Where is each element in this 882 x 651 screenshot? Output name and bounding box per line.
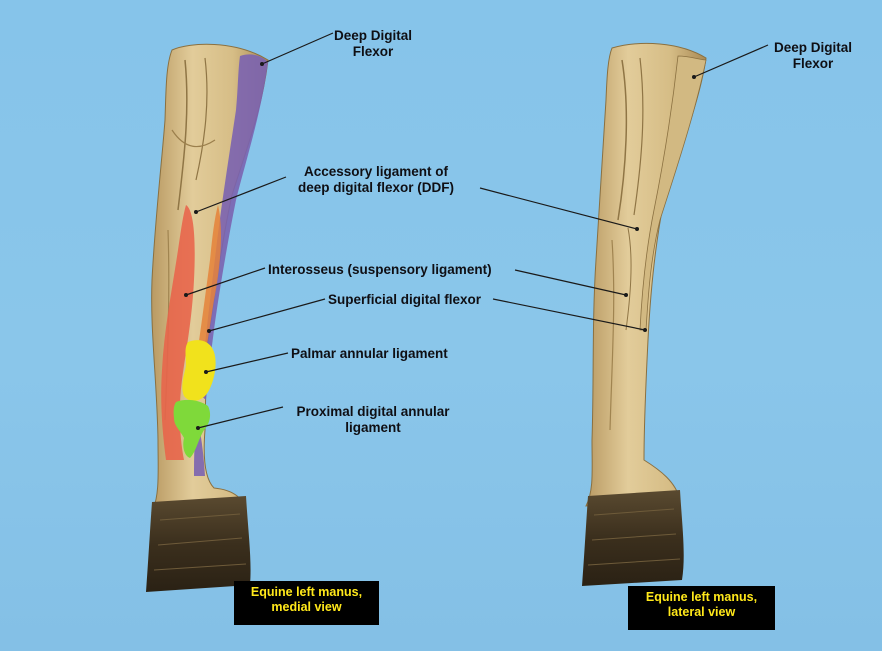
ddf-medial-label: Deep Digital Flexor xyxy=(326,28,420,60)
lateral-limb xyxy=(582,42,707,586)
proximal-line2: ligament xyxy=(345,420,401,435)
superficial-digital-flexor-label: Superficial digital flexor xyxy=(328,292,482,307)
medial-limb xyxy=(146,43,269,592)
interosseus-region-medial xyxy=(161,205,195,460)
ddf-medial-line2: Flexor xyxy=(352,44,394,59)
leader-lines xyxy=(185,32,769,429)
accessory-line2: deep digital flexor (DDF) xyxy=(297,180,454,195)
medial-hoof xyxy=(146,496,251,592)
palmar-region-medial xyxy=(182,340,216,401)
medial-caption-line2: medial view xyxy=(271,600,342,614)
proximal-digital-annular-ligament-label: Proximal digital annular ligament xyxy=(278,404,468,436)
ddf-medial-line1: Deep Digital xyxy=(333,28,412,43)
accessory-ligament-label: Accessory ligament of deep digital flexo… xyxy=(278,164,474,196)
medial-view-caption: Equine left manus, medial view xyxy=(234,581,379,625)
interosseus-label: Interosseus (suspensory ligament) xyxy=(268,262,492,277)
medial-caption-line1: Equine left manus, xyxy=(250,585,363,599)
leader-dots xyxy=(184,62,696,430)
palmar-annular-ligament-label: Palmar annular ligament xyxy=(291,346,448,361)
lateral-hoof xyxy=(582,490,684,586)
sdf-region-medial xyxy=(198,205,221,350)
ddf-region-medial xyxy=(200,54,268,400)
ddf-lateral-line1: Deep Digital xyxy=(773,40,852,55)
proximal-line1: Proximal digital annular xyxy=(296,404,450,419)
ddf-lateral-label: Deep Digital Flexor xyxy=(758,40,868,72)
lateral-caption-line1: Equine left manus, xyxy=(645,590,758,604)
accessory-line1: Accessory ligament of xyxy=(303,164,449,179)
lateral-view-caption: Equine left manus, lateral view xyxy=(628,586,775,630)
ddf-lateral-line2: Flexor xyxy=(792,56,834,71)
lateral-caption-line2: lateral view xyxy=(667,605,736,619)
proximal-region-medial xyxy=(173,399,211,458)
